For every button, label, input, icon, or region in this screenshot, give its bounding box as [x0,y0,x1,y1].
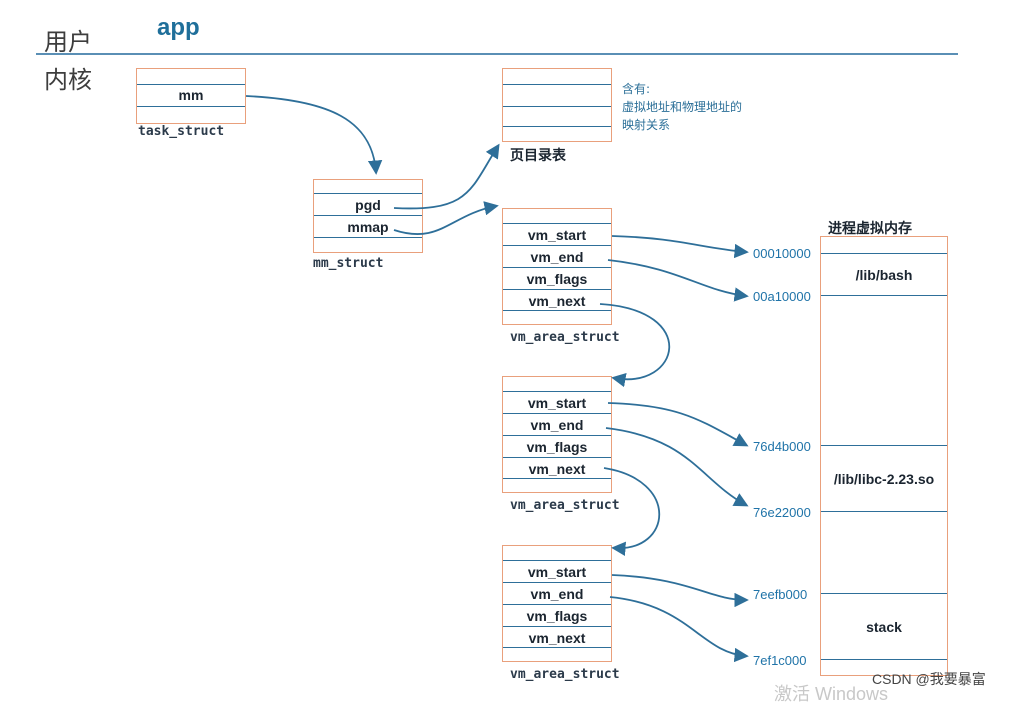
arrow-vm3-start [611,574,749,608]
vm3-next-field: vm_next [528,630,586,646]
task-struct-caption: task_struct [138,124,225,139]
vm3-end-field: vm_end [530,586,584,602]
kernel-space-label: 内核 [44,66,92,94]
arrow-vm2-start [607,402,749,447]
vm1-end-field: vm_end [530,249,584,265]
user-kernel-divider [36,53,958,55]
user-space-label: 用户 [44,28,92,56]
vm3-start-field: vm_start [527,564,587,580]
vm-area-struct-3-box: vm_start vm_end vm_flags vm_next [502,545,612,662]
region-lib-bash: /lib/bash [855,267,913,283]
address-76d4b000: 76d4b000 [753,439,811,454]
vm-area-struct-1-box: vm_start vm_end vm_flags vm_next [502,208,612,325]
address-7eefb000: 7eefb000 [753,587,808,602]
mm-struct-mmap-field: mmap [347,219,389,235]
page-table-caption: 页目录表 [510,148,566,164]
vm1-flags-field: vm_flags [526,271,588,287]
arrow-vm1-end [607,259,749,302]
address-76e22000: 76e22000 [753,505,811,520]
arrow-vm1-next-to-vm2 [599,303,671,388]
vm2-end-field: vm_end [530,417,584,433]
region-stack: stack [866,619,902,635]
page-table-note: 含有: 虚拟地址和物理地址的 映射关系 [622,82,743,132]
vm-area-struct-1-caption: vm_area_struct [510,330,620,345]
task-struct-mm-field: mm [178,87,204,103]
vm-area-struct-2-caption: vm_area_struct [510,498,620,513]
vm1-start-field: vm_start [527,227,587,243]
arrow-pgd-to-page-table [393,143,500,210]
mm-struct-caption: mm_struct [313,256,384,271]
virtual-memory-title: 进程虚拟内存 [828,221,912,237]
arrow-vm2-next-to-vm3 [603,467,660,556]
virtual-memory-box: /lib/bash /lib/libc-2.23.so stack [820,236,948,676]
address-00a10000: 00a10000 [753,289,811,304]
page-table-box [502,68,612,142]
vm2-next-field: vm_next [528,461,586,477]
csdn-watermark: CSDN @我要暴富 [872,671,986,687]
mm-struct-pgd-field: pgd [355,197,381,213]
arrow-vm1-start [611,235,749,259]
vm-area-struct-3-caption: vm_area_struct [510,667,620,682]
vm1-next-field: vm_next [528,293,586,309]
activate-windows-watermark: 激活 Windows [774,684,889,704]
vm2-start-field: vm_start [527,395,587,411]
address-7ef1c000: 7ef1c000 [753,653,807,668]
vm2-flags-field: vm_flags [526,439,588,455]
arrow-vm2-end [605,427,749,507]
task-struct-box: mm [136,68,246,124]
app-label: app [157,14,200,41]
arrow-mm-to-mm-struct [245,95,383,175]
arrow-vm3-end [609,596,749,663]
vm3-flags-field: vm_flags [526,608,588,624]
mm-struct-box: pgd mmap [313,179,423,253]
address-00010000: 00010000 [753,246,811,261]
region-libc: /lib/libc-2.23.so [833,471,935,487]
arrow-mmap-to-vm1 [393,201,499,235]
vm-area-struct-2-box: vm_start vm_end vm_flags vm_next [502,376,612,493]
